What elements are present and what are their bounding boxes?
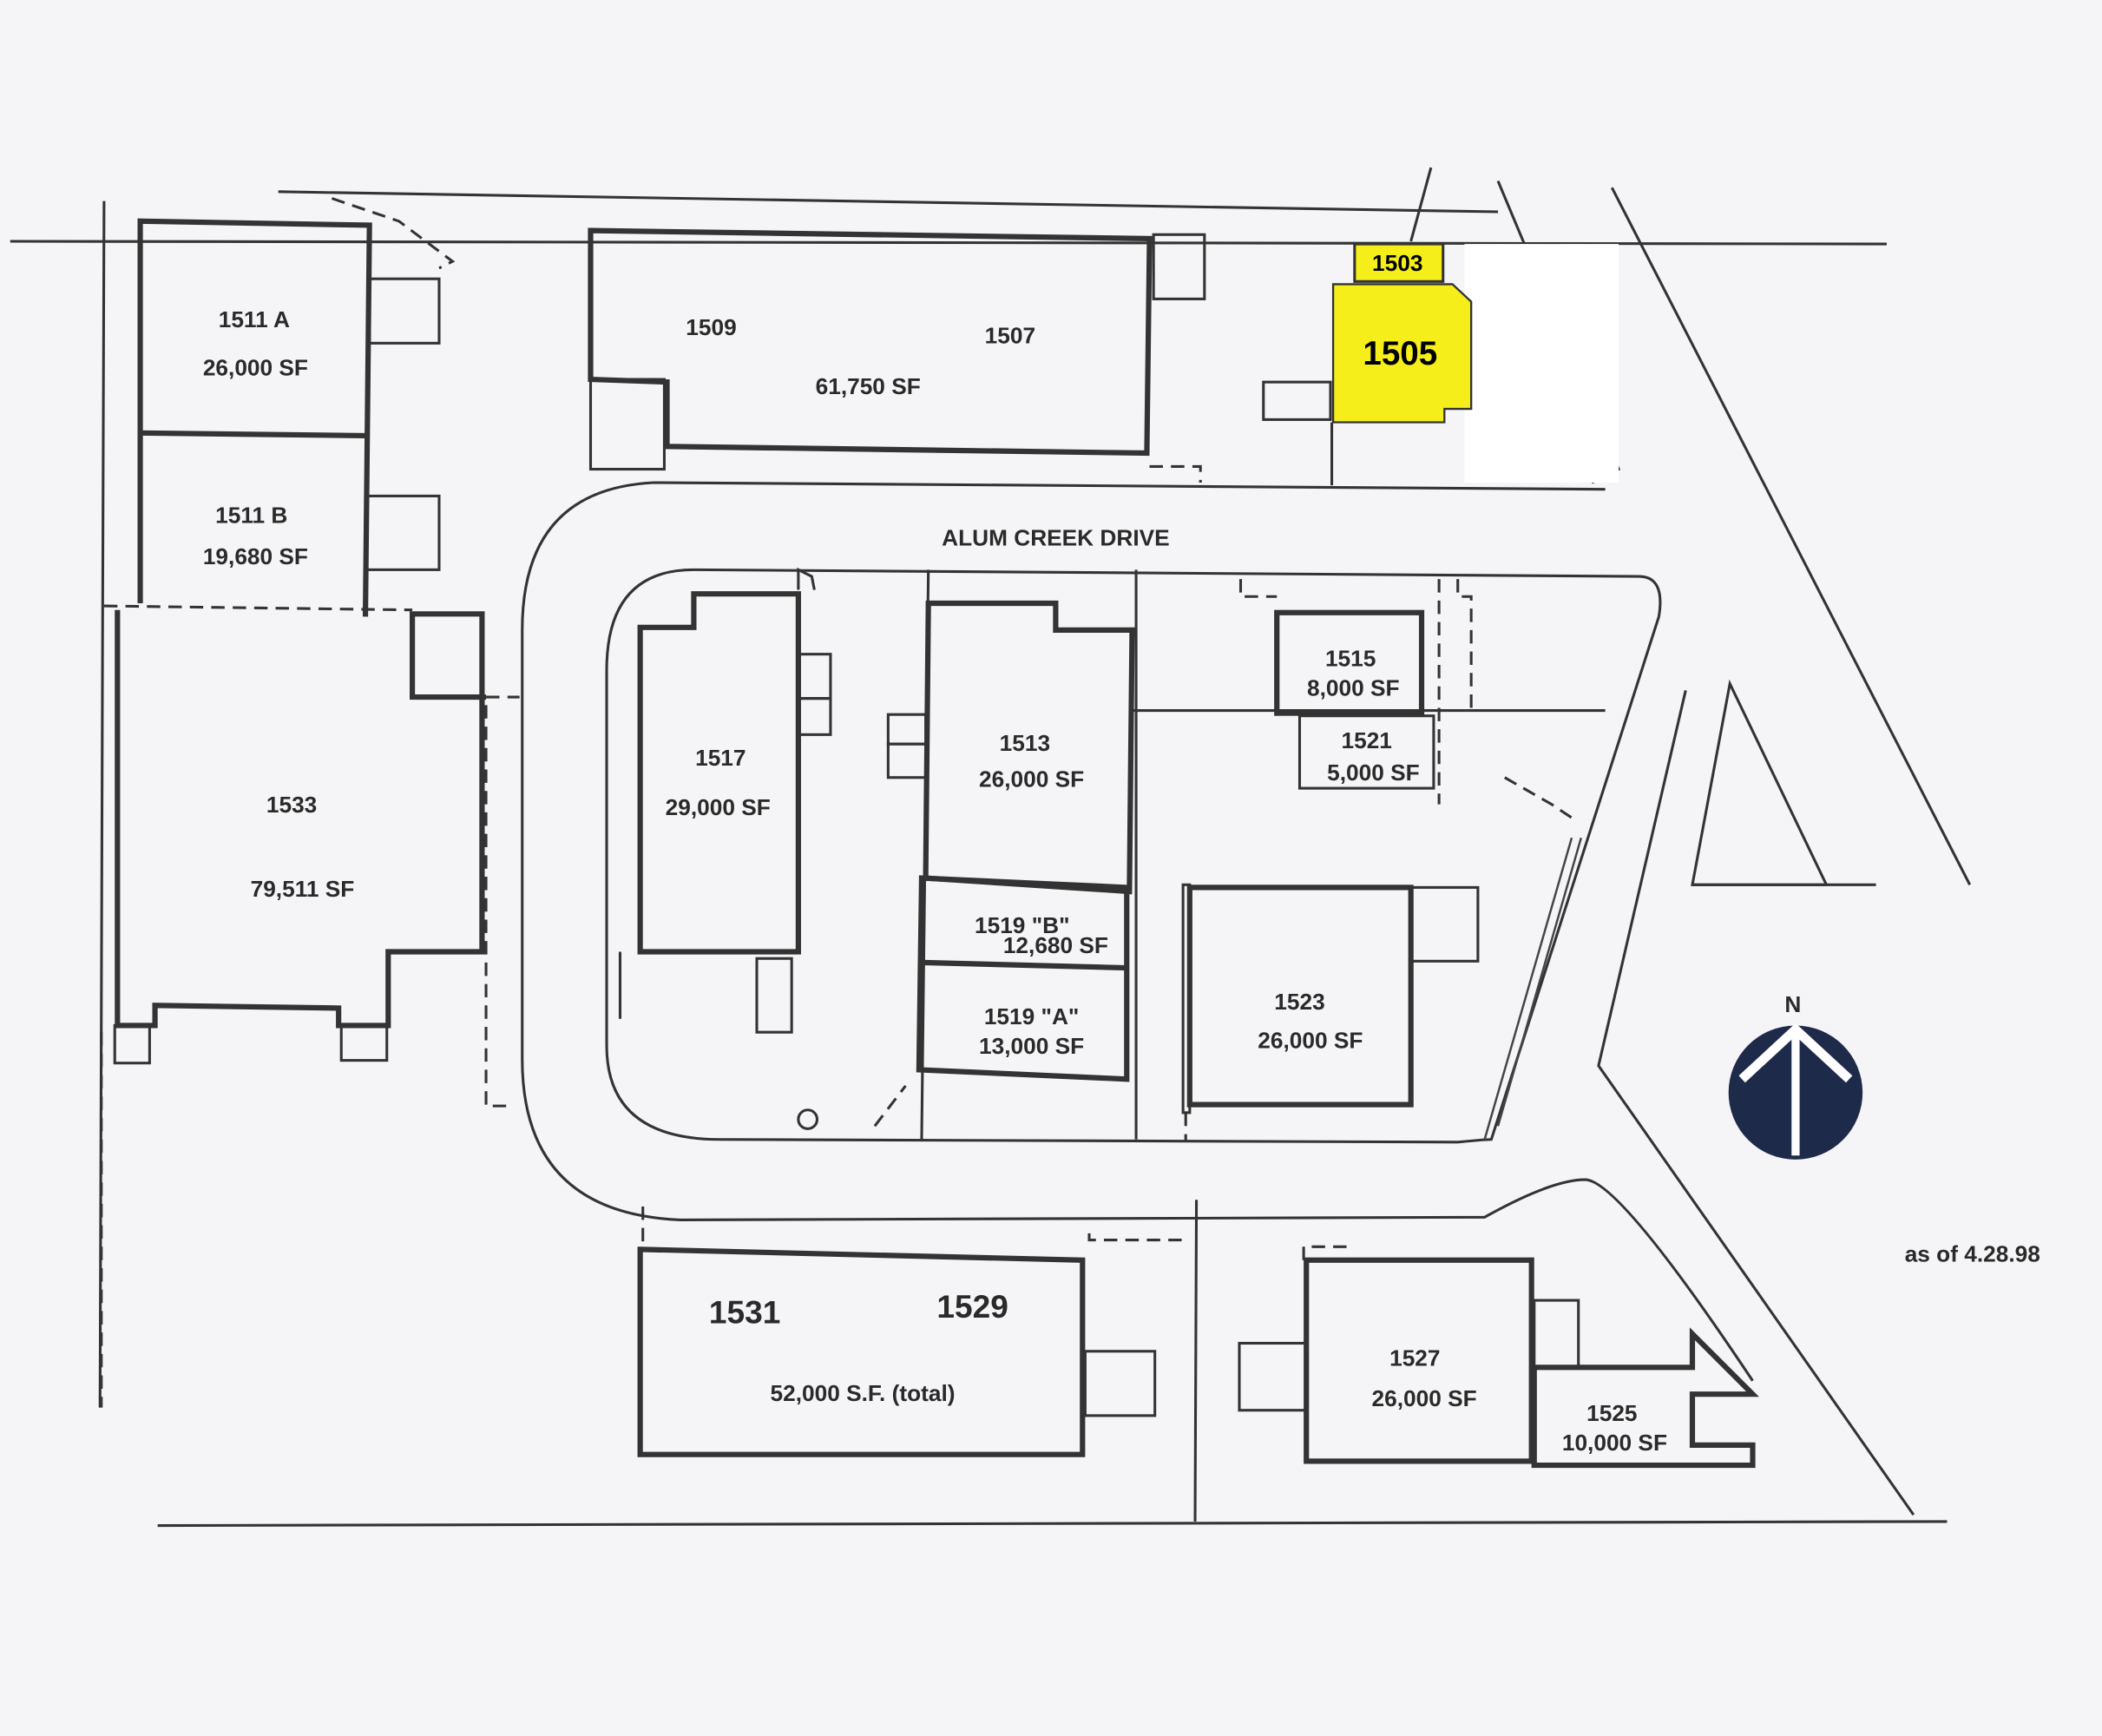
label-1513: 1513 — [1000, 730, 1050, 756]
area-1521: 5,000 SF — [1327, 760, 1420, 786]
label-1519b: 1519 "B" — [975, 912, 1070, 938]
area-1513: 26,000 SF — [979, 766, 1084, 792]
building-1505[interactable] — [1331, 283, 1473, 424]
label-1523: 1523 — [1274, 989, 1324, 1015]
property-lines — [10, 167, 1972, 1528]
area-1519b: 12,680 SF — [1003, 932, 1108, 958]
label-1527: 1527 — [1389, 1345, 1440, 1371]
building-1523[interactable]: 1523 26,000 SF — [1181, 883, 1480, 1142]
date-note: as of 4.28.98 — [1905, 1240, 2040, 1266]
building-1521[interactable]: 1521 5,000 SF — [1297, 714, 1435, 790]
label-1529: 1529 — [936, 1288, 1008, 1325]
building-1533[interactable]: 1533 79,511 SF — [103, 604, 487, 1065]
building-1527[interactable]: 1527 26,000 SF — [1238, 1257, 1580, 1464]
area-1517: 29,000 SF — [666, 794, 771, 820]
area-1533: 79,511 SF — [251, 876, 355, 902]
label-1503: 1503 — [1372, 250, 1422, 276]
building-1515[interactable]: 1515 8,000 SF — [1274, 609, 1425, 716]
label-1519a: 1519 "A" — [984, 1003, 1080, 1029]
area-1511b: 19,680 SF — [203, 543, 308, 569]
building-1513[interactable]: 1513 26,000 SF — [886, 600, 1135, 895]
area-1531-1529: 52,000 S.F. (total) — [771, 1380, 956, 1406]
label-1515: 1515 — [1325, 646, 1376, 672]
area-1509-1507: 61,750 SF — [816, 373, 921, 399]
building-1525[interactable]: 1525 10,000 SF — [1531, 1327, 1759, 1469]
area-1523: 26,000 SF — [1258, 1028, 1363, 1054]
street-name-label: ALUM CREEK DRIVE — [942, 525, 1170, 551]
label-1511b: 1511 B — [215, 502, 287, 528]
area-1525: 10,000 SF — [1562, 1430, 1667, 1456]
label-1525: 1525 — [1586, 1400, 1637, 1426]
label-1521: 1521 — [1342, 727, 1392, 753]
label-1533: 1533 — [266, 792, 317, 818]
building-1517[interactable]: 1517 29,000 SF — [618, 567, 832, 1034]
label-1507: 1507 — [985, 322, 1035, 348]
building-1519[interactable]: 1519 "B" 12,680 SF 1519 "A" 13,000 SF — [797, 875, 1130, 1130]
building-1503-1505-highlighted[interactable]: 1503 1505 — [1262, 242, 1619, 486]
label-1509: 1509 — [686, 314, 736, 340]
area-1527: 26,000 SF — [1372, 1385, 1477, 1411]
label-1505: 1505 — [1363, 335, 1437, 372]
building-1531-1529[interactable]: 1531 1529 52,000 S.F. (total) — [637, 1246, 1157, 1457]
area-1515: 8,000 SF — [1307, 675, 1400, 701]
label-1511a: 1511 A — [219, 306, 290, 332]
label-1531: 1531 — [709, 1293, 780, 1330]
north-label: N — [1784, 991, 1801, 1017]
building-1503[interactable] — [1353, 242, 1445, 283]
north-arrow-icon: N — [1728, 991, 1863, 1160]
building-1509-1507[interactable]: 1509 1507 61,750 SF — [588, 227, 1206, 483]
area-1519a: 13,000 SF — [979, 1033, 1084, 1059]
building-1511[interactable]: 1511 A 26,000 SF 1511 B 19,680 SF — [137, 218, 441, 617]
area-1511a: 26,000 SF — [203, 354, 308, 380]
label-1517: 1517 — [695, 745, 746, 771]
